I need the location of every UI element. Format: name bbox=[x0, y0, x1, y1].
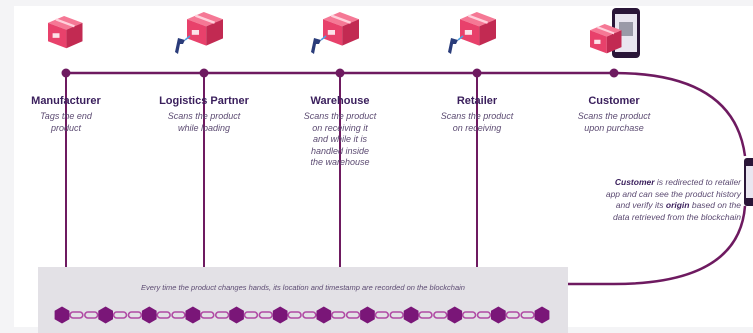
blockchain-block bbox=[141, 306, 157, 324]
chain-link bbox=[243, 311, 259, 319]
chain-link bbox=[389, 311, 404, 319]
phone-scan-package-icon bbox=[590, 8, 640, 58]
stage-title: Logistics Partner bbox=[159, 95, 249, 107]
stage-title: Retailer bbox=[456, 95, 498, 107]
scanned-package-icon bbox=[175, 12, 223, 54]
blockchain-block bbox=[403, 306, 419, 324]
blockchain-block bbox=[98, 306, 113, 324]
blockchain-block bbox=[491, 306, 506, 324]
chain-link bbox=[258, 311, 273, 319]
manufacturer-top-dot bbox=[61, 68, 71, 78]
blockchain-block bbox=[272, 306, 288, 324]
chain-link bbox=[505, 311, 520, 319]
scanned-package-icon bbox=[448, 12, 496, 54]
logistics-top-dot bbox=[199, 68, 209, 78]
chain-link bbox=[84, 311, 99, 319]
chain-link bbox=[476, 311, 492, 319]
blockchain-chain bbox=[54, 306, 550, 324]
stage-title: Manufacturer bbox=[31, 95, 101, 107]
chain-link bbox=[302, 311, 317, 319]
chain-link bbox=[171, 311, 186, 319]
chain-link bbox=[433, 311, 448, 319]
chain-link bbox=[520, 311, 535, 319]
return-connector-line bbox=[554, 205, 747, 286]
stage-title: Warehouse bbox=[310, 95, 370, 107]
blockchain-block bbox=[447, 306, 463, 324]
chain-link bbox=[374, 311, 390, 319]
chain-link bbox=[331, 311, 346, 319]
customer-top-dot bbox=[609, 68, 619, 78]
blockchain-block bbox=[54, 306, 70, 324]
chain-link bbox=[127, 311, 143, 319]
blockchain-block bbox=[360, 306, 375, 324]
customer-phone-right-icon bbox=[744, 158, 753, 206]
customer-note: Customer is redirected to retailer app a… bbox=[605, 177, 741, 222]
chain-link bbox=[200, 311, 215, 319]
blockchain-block bbox=[316, 306, 332, 324]
warehouse-top-dot bbox=[335, 68, 345, 78]
chain-link bbox=[69, 311, 84, 319]
retailer-top-dot bbox=[472, 68, 482, 78]
connector-lines bbox=[61, 68, 753, 286]
chain-link bbox=[214, 311, 230, 319]
chain-link bbox=[156, 311, 171, 319]
chain-link bbox=[345, 311, 361, 319]
chain-link bbox=[287, 311, 302, 319]
blockchain-block bbox=[185, 306, 201, 324]
chain-link bbox=[418, 311, 433, 319]
blockchain-block bbox=[229, 306, 244, 324]
top-connector-line bbox=[66, 71, 747, 157]
diagram-canvas: Every time the product changes hands, it… bbox=[14, 6, 753, 333]
scanned-package-icon bbox=[311, 12, 359, 54]
chain-link bbox=[461, 311, 477, 319]
chain-link bbox=[112, 311, 128, 319]
blockchain-block bbox=[534, 306, 550, 324]
blockchain-caption: Every time the product changes hands, it… bbox=[141, 283, 465, 292]
stage-title: Customer bbox=[588, 95, 640, 107]
package-icon bbox=[48, 16, 83, 49]
blockchain-band: Every time the product changes hands, it… bbox=[38, 267, 568, 333]
